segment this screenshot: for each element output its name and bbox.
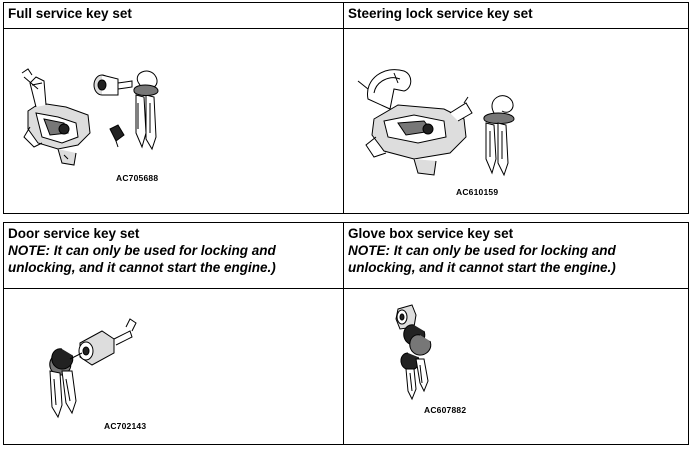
panel-header-door: Door service key set NOTE: It can only b… — [3, 222, 344, 288]
full-service-key-set-illustration — [21, 68, 159, 166]
panel-header-full-service: Full service key set — [3, 2, 344, 28]
panel-title-full-service: Full service key set — [8, 6, 132, 21]
glove-box-key-set-illustration — [395, 304, 432, 401]
service-key-set-table: Full service key set Steering lock servi… — [3, 2, 689, 445]
panel-image-steering-lock: AC610159 — [343, 28, 689, 214]
steering-lock-key-set-illustration — [357, 69, 515, 177]
panel-title-steering-lock: Steering lock service key set — [348, 6, 533, 21]
panel-title-door: Door service key set — [8, 226, 140, 241]
panel-title-glove-box: Glove box service key set — [348, 226, 514, 241]
panel-image-glove-box: AC607882 — [343, 288, 689, 445]
panel-header-steering-lock: Steering lock service key set — [343, 2, 689, 28]
panel-note-glove-box: NOTE: It can only be used for locking an… — [348, 243, 616, 275]
panel-note-door: NOTE: It can only be used for locking an… — [8, 243, 276, 275]
door-key-set-illustration — [49, 318, 137, 419]
panel-image-full-service: AC705688 — [3, 28, 344, 214]
panel-header-glove-box: Glove box service key set NOTE: It can o… — [343, 222, 689, 288]
panel-code-full-service: AC705688 — [116, 173, 159, 183]
panel-code-door: AC702143 — [104, 421, 147, 431]
panel-code-steering-lock: AC610159 — [456, 187, 499, 197]
panel-code-glove-box: AC607882 — [424, 405, 467, 415]
panel-image-door: AC702143 — [3, 288, 344, 445]
